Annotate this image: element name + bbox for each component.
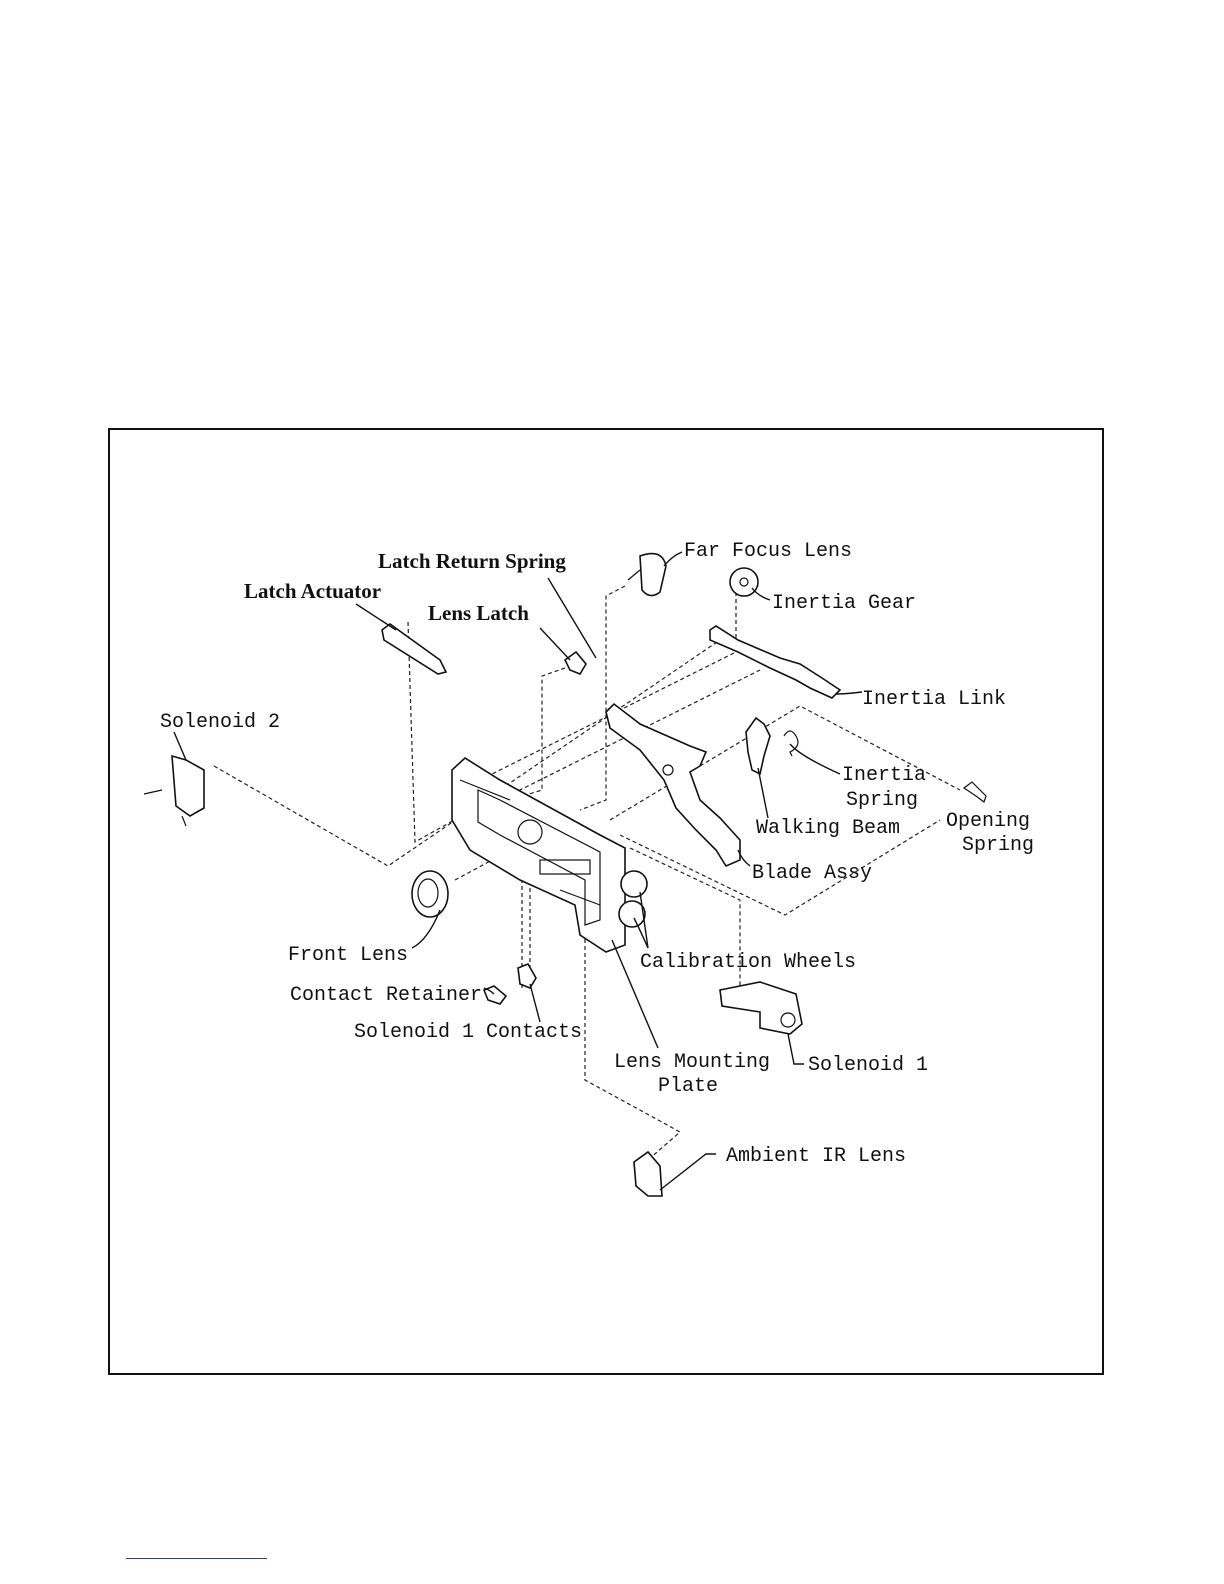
label-lens-latch: Lens Latch xyxy=(428,601,529,625)
label-inertia-spring-2: Spring xyxy=(846,789,918,812)
label-inertia-gear: Inertia Gear xyxy=(772,592,916,615)
label-solenoid-1-contacts: Solenoid 1 Contacts xyxy=(354,1021,582,1044)
footer-rule xyxy=(126,1558,267,1559)
latch-actuator-part xyxy=(382,624,446,674)
lens-mounting-plate-part xyxy=(452,758,647,952)
label-walking-beam: Walking Beam xyxy=(756,817,900,840)
label-opening-spring-1: Opening xyxy=(946,810,1030,833)
solenoid-2-part xyxy=(144,756,204,826)
label-front-lens: Front Lens xyxy=(288,944,408,967)
label-opening-spring-2: Spring xyxy=(962,834,1034,857)
far-focus-lens-part xyxy=(628,554,666,596)
label-contact-retainer: Contact Retainer xyxy=(290,984,482,1007)
solenoid-1-contacts-part xyxy=(518,964,536,988)
label-blade-assy: Blade Assy xyxy=(752,862,872,885)
lens-latch-part xyxy=(565,652,586,674)
label-lens-mounting-plate-2: Plate xyxy=(658,1075,718,1098)
inertia-link-part xyxy=(710,626,840,698)
label-latch-return-spring: Latch Return Spring xyxy=(378,549,566,573)
blade-assy-part xyxy=(606,704,740,866)
label-ambient-ir-lens: Ambient IR Lens xyxy=(726,1145,906,1168)
opening-spring-part xyxy=(964,782,986,802)
solenoid-1-part xyxy=(720,982,802,1034)
label-solenoid-1: Solenoid 1 xyxy=(808,1054,928,1077)
label-far-focus-lens: Far Focus Lens xyxy=(684,540,852,563)
label-inertia-spring-1: Inertia xyxy=(842,764,926,787)
label-lens-mounting-plate-1: Lens Mounting xyxy=(614,1051,770,1074)
label-calibration-wheels: Calibration Wheels xyxy=(640,951,856,974)
label-latch-actuator: Latch Actuator xyxy=(244,579,381,603)
inertia-gear-part xyxy=(730,568,758,596)
label-solenoid-2: Solenoid 2 xyxy=(160,711,280,734)
inertia-spring-part xyxy=(784,731,798,756)
front-lens-part xyxy=(412,871,448,917)
ambient-ir-lens-part xyxy=(634,1152,662,1196)
label-inertia-link: Inertia Link xyxy=(862,688,1006,711)
